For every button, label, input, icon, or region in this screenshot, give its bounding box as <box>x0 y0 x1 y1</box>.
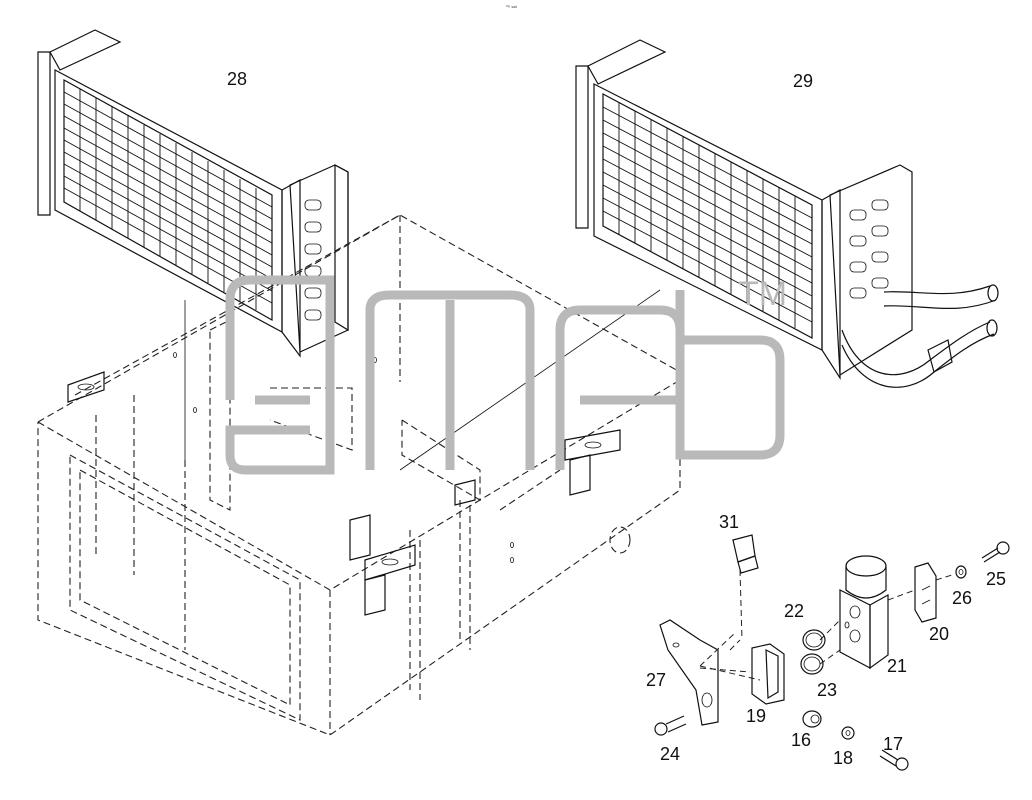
heat-exchanger-28 <box>37 29 349 358</box>
callout-18: 18 <box>833 748 853 768</box>
callout-29: 29 <box>793 71 813 91</box>
part-16-nut <box>802 710 822 728</box>
part-26-washer <box>955 565 967 579</box>
callout-17: 17 <box>883 734 903 754</box>
callout-23: 23 <box>817 680 837 700</box>
part-19-plate <box>699 643 785 705</box>
callout-16: 16 <box>791 730 811 750</box>
part-27-bracket <box>659 619 761 726</box>
callout-26: 26 <box>952 588 972 608</box>
part-20-plate <box>914 562 937 623</box>
grille-29 <box>602 103 813 328</box>
callout-20: 20 <box>929 624 949 644</box>
part-17-bolt <box>879 749 909 771</box>
part-23-oring <box>800 653 824 675</box>
housing-frame <box>37 214 681 736</box>
part-24-bolt <box>654 715 687 736</box>
part-21-expansion-valve <box>839 555 889 670</box>
callout-21: 21 <box>887 656 907 676</box>
part-25-bolt <box>981 541 1010 563</box>
callout-28: 28 <box>227 69 247 89</box>
callout-31: 31 <box>719 512 739 532</box>
grille-28 <box>63 89 273 310</box>
housing-brackets <box>67 371 621 616</box>
part-22-oring <box>802 629 826 651</box>
part-18-washer <box>841 726 855 740</box>
callout-22: 22 <box>784 601 804 621</box>
callout-27: 27 <box>646 670 666 690</box>
callout-24: 24 <box>660 744 680 764</box>
callout-25: 25 <box>986 569 1006 589</box>
callout-19: 19 <box>746 706 766 726</box>
heat-exchanger-29 <box>575 39 999 388</box>
watermark-logo: TM <box>225 275 787 475</box>
part-31-clip <box>732 534 759 641</box>
header-tiny-text: °⁰ ˢᵃᵈ <box>506 5 517 11</box>
watermark-tm: TM <box>738 275 787 313</box>
